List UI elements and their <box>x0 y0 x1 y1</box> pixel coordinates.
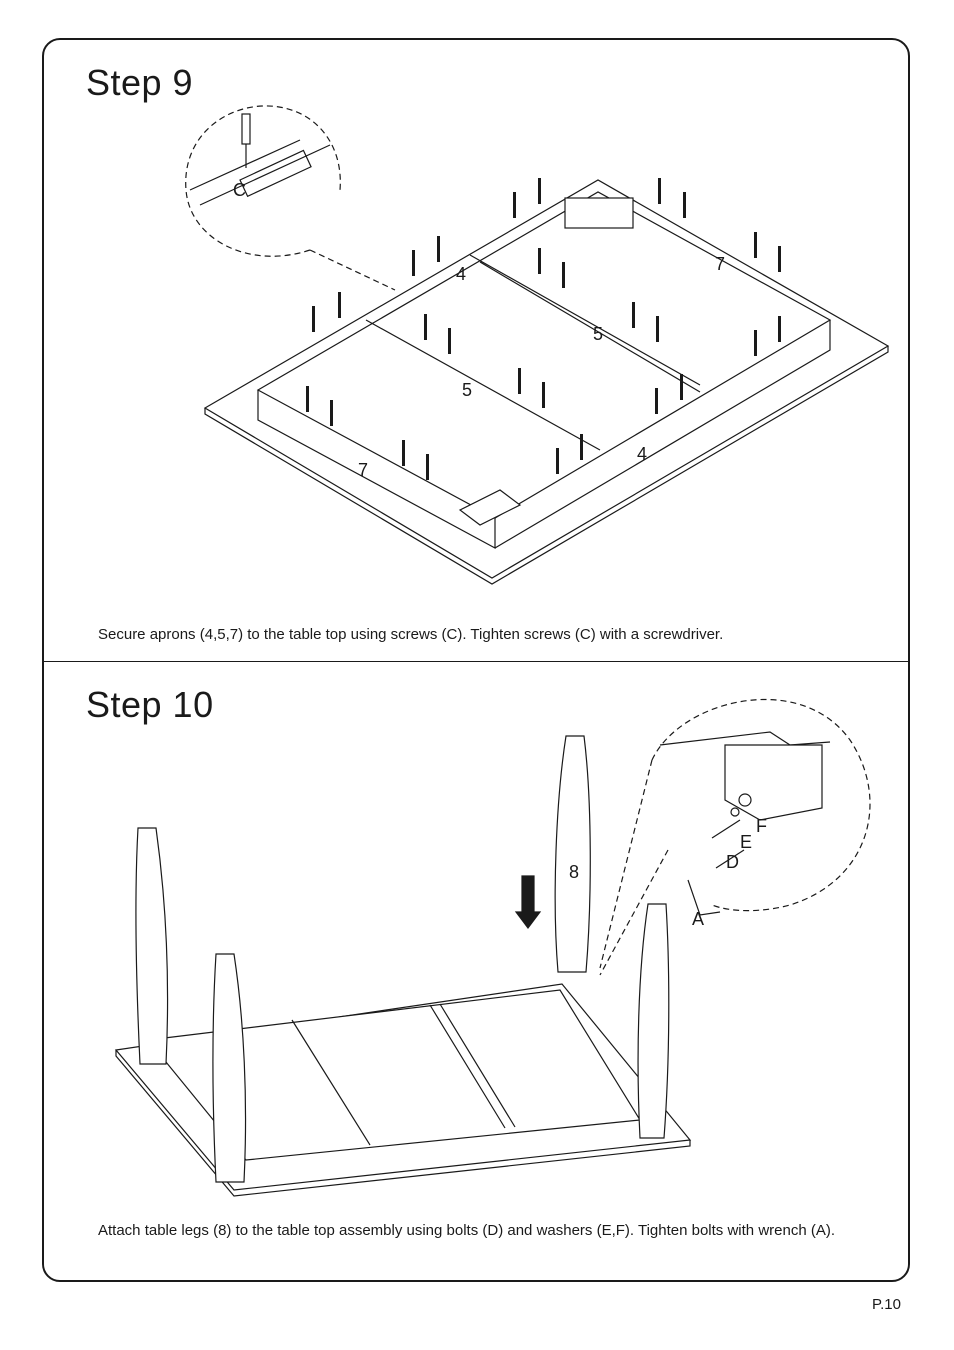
apron-label-5b: 5 <box>462 380 472 400</box>
screw-icon <box>306 178 781 480</box>
step9-instruction: Secure aprons (4,5,7) to the table top u… <box>98 626 724 643</box>
washer-label-e: E <box>740 832 752 852</box>
apron-label-4a: 4 <box>456 264 466 284</box>
screw-label-c: C <box>233 180 246 200</box>
apron-label-7b: 7 <box>358 460 368 480</box>
step9-illustration: C 4 5 5 7 7 4 <box>185 105 890 585</box>
washer-label-f: F <box>756 816 767 836</box>
leg-label-8: 8 <box>569 862 579 882</box>
wrench-label-a: A <box>692 909 704 929</box>
apron-label-7a: 7 <box>715 254 725 274</box>
page-frame <box>42 38 910 1282</box>
apron-label-5a: 5 <box>593 324 603 344</box>
bolt-label-d: D <box>726 852 739 872</box>
page-number: P.10 <box>872 1296 901 1313</box>
step-divider <box>42 661 910 662</box>
apron-label-4b: 4 <box>637 444 647 464</box>
step10-title: Step 10 <box>86 684 214 725</box>
step10-instruction: Attach table legs (8) to the table top a… <box>98 1222 835 1239</box>
step9-title: Step 9 <box>86 62 194 103</box>
